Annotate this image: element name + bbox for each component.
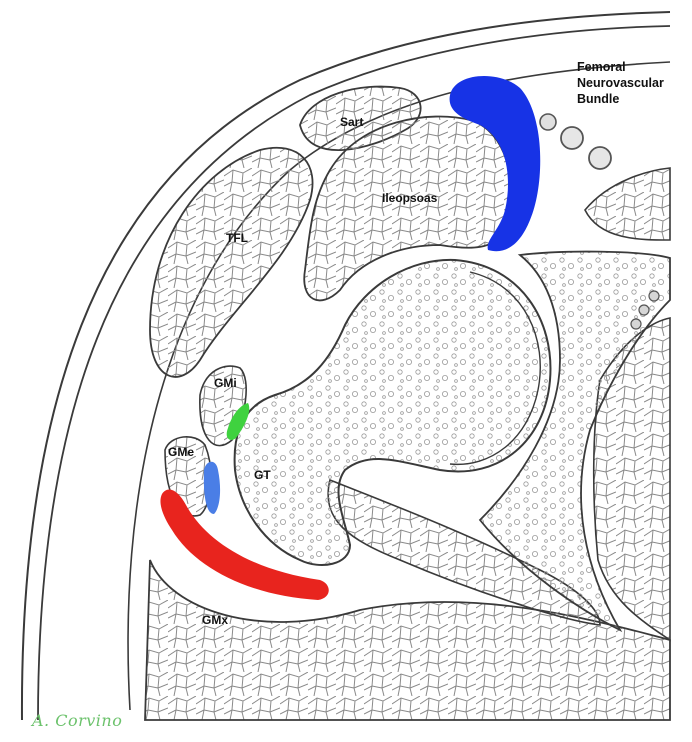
greater-trochanter-label: GT	[254, 468, 271, 482]
femoral-label-line2: Neurovascular	[577, 76, 664, 90]
femoral-vessel-1	[539, 113, 557, 131]
iliopsoas-muscle	[303, 115, 512, 302]
small-vessel-1	[648, 290, 660, 302]
skin-inner-contour	[37, 25, 671, 721]
small-vessel-2	[638, 304, 650, 316]
tfl-muscle	[149, 146, 314, 378]
sartorius-label: Sart	[340, 115, 364, 129]
femoral-label-line1: Femoral	[577, 60, 626, 74]
femoral-vessel-2	[560, 126, 584, 150]
femoral-head-contour	[449, 271, 541, 466]
gme-label: GMe	[168, 445, 195, 459]
tfl-label: TFL	[226, 231, 248, 245]
medial-muscle-upper	[584, 167, 671, 241]
gluteus-medius-tendon-highlight	[203, 461, 221, 514]
femoral-vessel-3	[588, 146, 612, 170]
femur-bone	[233, 258, 552, 566]
posterior-muscle-band	[327, 478, 601, 626]
small-vessel-3	[630, 318, 642, 330]
femoral-neurovascular-bundle-highlight	[449, 75, 541, 252]
artist-signature: A. Corvino	[32, 711, 123, 730]
acetabulum-bone	[478, 250, 671, 633]
iliopsoas-label: Ileopsoas	[382, 191, 438, 205]
gluteus-minimus-tendon-highlight	[226, 403, 250, 440]
gmx-label: GMx	[202, 613, 229, 627]
femoral-label-line3: Bundle	[577, 92, 620, 106]
trochanteric-bursa-highlight	[160, 489, 329, 600]
skin-outer-contour	[20, 11, 671, 721]
gmi-label: GMi	[214, 376, 237, 390]
